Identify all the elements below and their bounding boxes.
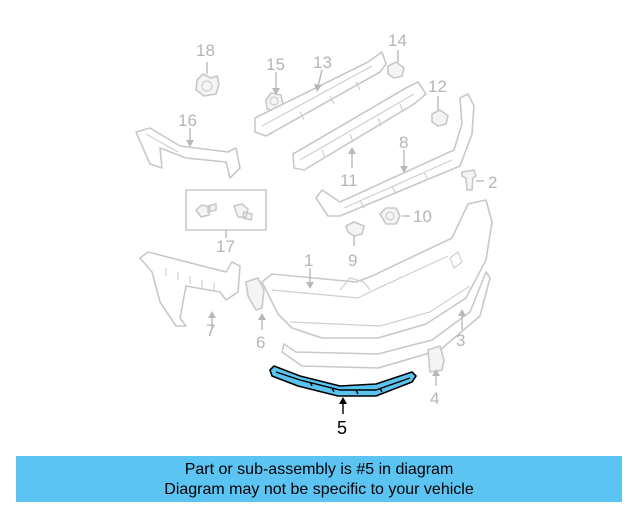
part-7-bracket <box>139 251 241 330</box>
callout-15: 15 <box>266 55 285 74</box>
callout-11: 11 <box>340 171 358 190</box>
part-13-absorber <box>254 51 387 137</box>
callout-6: 6 <box>256 333 265 352</box>
part-5-molding-strip <box>269 365 417 414</box>
part-2-pin <box>461 169 484 191</box>
callout-12: 12 <box>428 77 447 96</box>
info-banner: Part or sub-assembly is #5 in diagram Di… <box>16 456 622 502</box>
part-14-bolt <box>387 50 405 79</box>
part-17-bolt-set <box>185 189 267 238</box>
part-6-clip <box>245 277 266 330</box>
callout-17: 17 <box>216 237 235 256</box>
callout-13: 13 <box>313 53 332 72</box>
part-16-bracket <box>135 127 241 179</box>
callout-5: 5 <box>337 418 347 438</box>
callout-4: 4 <box>430 389 439 408</box>
banner-line-1: Part or sub-assembly is #5 in diagram <box>184 461 454 478</box>
callout-2: 2 <box>488 173 497 192</box>
callout-7: 7 <box>206 321 215 340</box>
callout-9: 9 <box>348 251 357 270</box>
part-4-bracket <box>427 345 445 386</box>
part-8-bracket <box>315 93 475 217</box>
part-11-reinforcement <box>292 81 427 171</box>
part-10-nut <box>379 207 410 225</box>
part-12-bolt <box>431 96 449 127</box>
callout-3: 3 <box>456 331 465 350</box>
callout-10: 10 <box>413 207 432 226</box>
callout-14: 14 <box>388 31 407 50</box>
callout-1: 1 <box>304 251 313 270</box>
part-1-bumper-cover <box>261 199 493 339</box>
callout-16: 16 <box>178 111 197 130</box>
part-18-clip <box>195 62 220 97</box>
callout-8: 8 <box>399 133 408 152</box>
callout-18: 18 <box>196 41 215 60</box>
parts-diagram: 18 15 13 14 12 16 8 11 2 10 17 9 1 7 6 3… <box>135 31 497 438</box>
part-3-valance <box>281 271 491 369</box>
banner-line-2: Diagram may not be specific to your vehi… <box>164 481 474 498</box>
part-9-bolt <box>345 221 365 246</box>
